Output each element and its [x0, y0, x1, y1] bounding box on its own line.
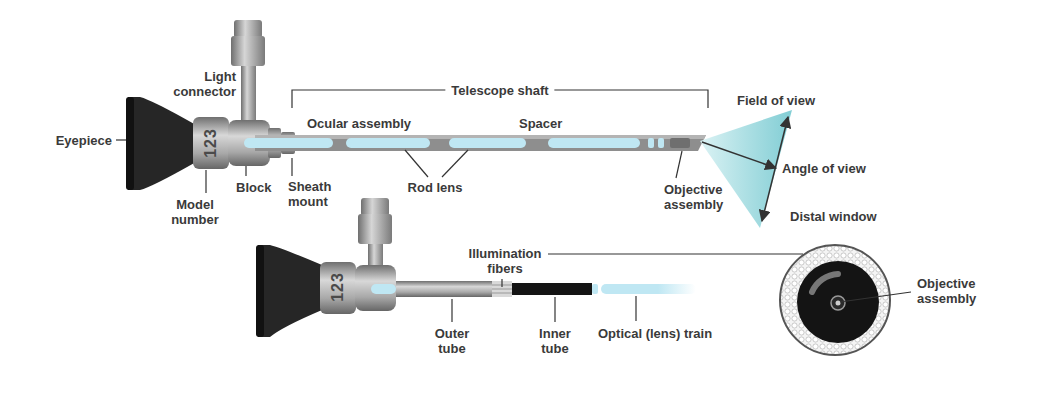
part-label: Eyepiece: [56, 133, 112, 148]
part-label: Rod lens: [408, 180, 463, 195]
part-label: Objective assembly: [917, 276, 997, 306]
fiber-strand: [492, 293, 512, 294]
connector-body: [358, 214, 392, 244]
connector-stem: [368, 244, 383, 268]
part-label: Light connector: [161, 69, 236, 99]
outer-tube-shape: [396, 281, 492, 297]
distal-window-figure: [780, 245, 890, 355]
bracket-label: Telescope shaft: [445, 83, 554, 98]
leader-line: [205, 170, 206, 193]
leader-line: [676, 151, 682, 178]
optical-train-shape: [592, 284, 598, 294]
leader-line: [405, 150, 428, 177]
eyepiece-shape: [128, 97, 196, 190]
part-label: Field of view: [737, 93, 815, 108]
bottom-telescope: [256, 198, 696, 337]
model-number-marking: 123: [202, 128, 220, 158]
part-label: Ocular assembly: [307, 116, 411, 131]
part-label: Outer tube: [427, 326, 477, 356]
distal-window-shape: [780, 245, 890, 355]
rod-lens-shape: [346, 138, 430, 148]
eyepiece-rim: [126, 97, 134, 190]
part-label: Distal window: [790, 209, 877, 224]
leader-line: [554, 297, 555, 322]
rod-lens-shape: [244, 138, 333, 148]
part-label: Sheath mount: [288, 179, 368, 209]
fiber-strand: [492, 289, 512, 290]
part-label: Optical (lens) train: [598, 326, 712, 341]
leader-line: [442, 150, 468, 177]
inner-tube-shape: [512, 283, 592, 295]
block-shape: [355, 265, 396, 311]
objective-lens-shape: [648, 138, 654, 148]
connector-cap: [234, 20, 262, 38]
objective-lens: [831, 296, 845, 310]
part-label: Block: [236, 180, 271, 195]
rod-lens-shape: [449, 138, 526, 148]
top-telescope: [126, 20, 792, 228]
part-label: Angle of view: [782, 161, 866, 176]
leader-line: [501, 279, 502, 287]
optical-train-shape: [601, 284, 696, 294]
objective-window: [797, 261, 879, 343]
model-ring: [320, 262, 356, 314]
connector-body: [231, 36, 265, 66]
rod-lens-shape: [371, 284, 396, 294]
leader-line: [548, 253, 803, 254]
leader-line: [840, 292, 911, 302]
objective-lens-shape: [658, 138, 664, 148]
leader-line: [635, 296, 636, 321]
leader-line: [291, 158, 292, 176]
leader-line: [245, 166, 246, 176]
angle-of-view-arrow: [702, 142, 776, 168]
objective-assembly-shape: [670, 138, 690, 148]
lens-reflection: [812, 274, 838, 292]
leader-line: [116, 139, 126, 140]
part-label: Objective assembly: [664, 182, 744, 212]
leader-line: [451, 299, 452, 322]
eyepiece-rim: [256, 245, 264, 337]
part-label: Model number: [155, 197, 235, 227]
leader-lines: [116, 140, 682, 193]
eyepiece-shape: [258, 245, 322, 337]
part-label: Inner tube: [530, 326, 580, 356]
connector-cap: [361, 198, 389, 216]
objective-lens-center: [836, 301, 841, 306]
connector-stem: [241, 66, 256, 122]
model-number-marking: 123: [329, 272, 347, 302]
rod-lens-shape: [548, 138, 640, 148]
part-label: Illumination fibers: [463, 246, 548, 276]
model-ring: [193, 117, 229, 169]
part-label: Spacer: [519, 116, 562, 131]
